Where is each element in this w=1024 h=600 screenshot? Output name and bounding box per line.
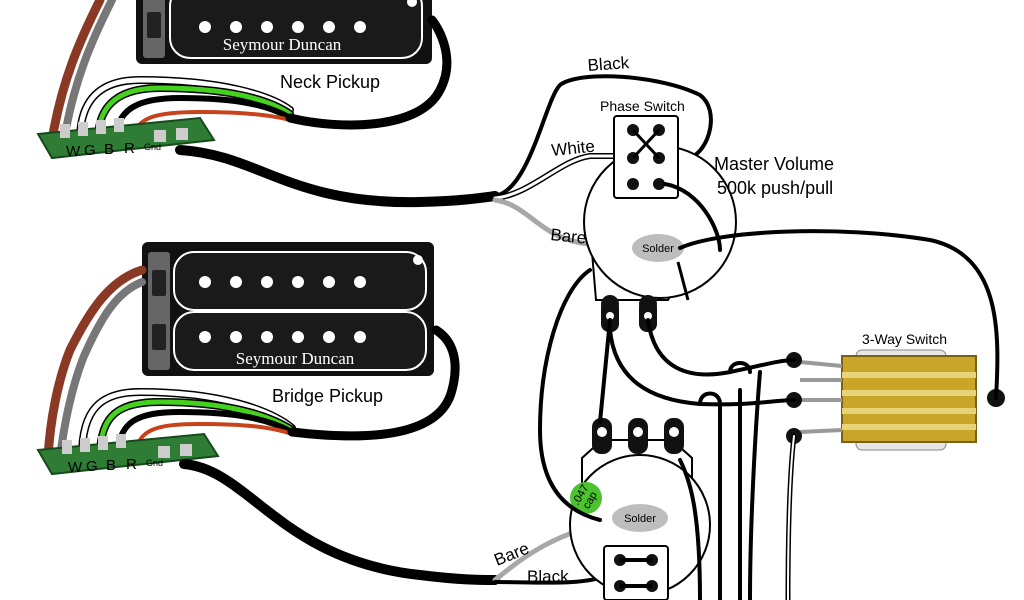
bridge-pickup-label: Bridge Pickup <box>272 386 383 406</box>
wire-white-label: White <box>550 137 595 160</box>
bridge-pickup: Seymour Duncan <box>142 242 434 376</box>
neck-terminal-gnd: Gnd <box>144 142 161 152</box>
bridge-leads <box>43 265 460 463</box>
solder-bottom-label: Solder <box>624 513 656 525</box>
bridge-terminal-board: W G B R Gnd <box>36 432 220 476</box>
neck-terminal-b: B <box>104 141 114 158</box>
solder-top-label: Solder <box>642 243 674 255</box>
neck-pickup: Seymour Duncan <box>136 0 432 64</box>
master-volume-pot: Solder <box>583 115 737 332</box>
bridge-terminal-r: R <box>126 456 137 473</box>
wire-black-bottom-label: Black <box>527 567 569 586</box>
neck-cable-leads <box>492 74 713 249</box>
master-volume-value-label: 500k push/pull <box>717 178 833 198</box>
phase-switch-label: Phase Switch <box>600 98 685 114</box>
neck-leads <box>47 0 452 145</box>
bridge-cable <box>179 459 500 585</box>
neck-terminal-r: R <box>124 140 135 157</box>
neck-brand-text: Seymour Duncan <box>223 35 342 54</box>
bridge-brand-text: Seymour Duncan <box>236 349 355 368</box>
bridge-terminal-g: G <box>86 458 98 475</box>
neck-terminal-w: W <box>66 143 81 160</box>
master-volume-label: Master Volume <box>714 154 834 174</box>
tone-pot: Solder .047 cap <box>569 418 711 600</box>
neck-terminal-g: G <box>84 142 96 159</box>
bare-ground-wire <box>785 433 797 600</box>
neck-cable <box>175 145 500 208</box>
neck-terminal-board: W G B R Gnd <box>36 116 216 160</box>
wire-bare-top-label: Bare <box>550 225 588 248</box>
three-way-switch <box>786 349 1005 451</box>
bridge-terminal-w: W <box>68 459 83 476</box>
three-way-switch-label: 3-Way Switch <box>862 331 947 347</box>
neck-pickup-label: Neck Pickup <box>280 72 380 92</box>
bridge-terminal-gnd: Gnd <box>146 458 163 468</box>
interconnect-wires <box>537 182 1000 600</box>
bridge-terminal-b: B <box>106 457 116 474</box>
wire-black-top-label: Black <box>587 53 630 75</box>
